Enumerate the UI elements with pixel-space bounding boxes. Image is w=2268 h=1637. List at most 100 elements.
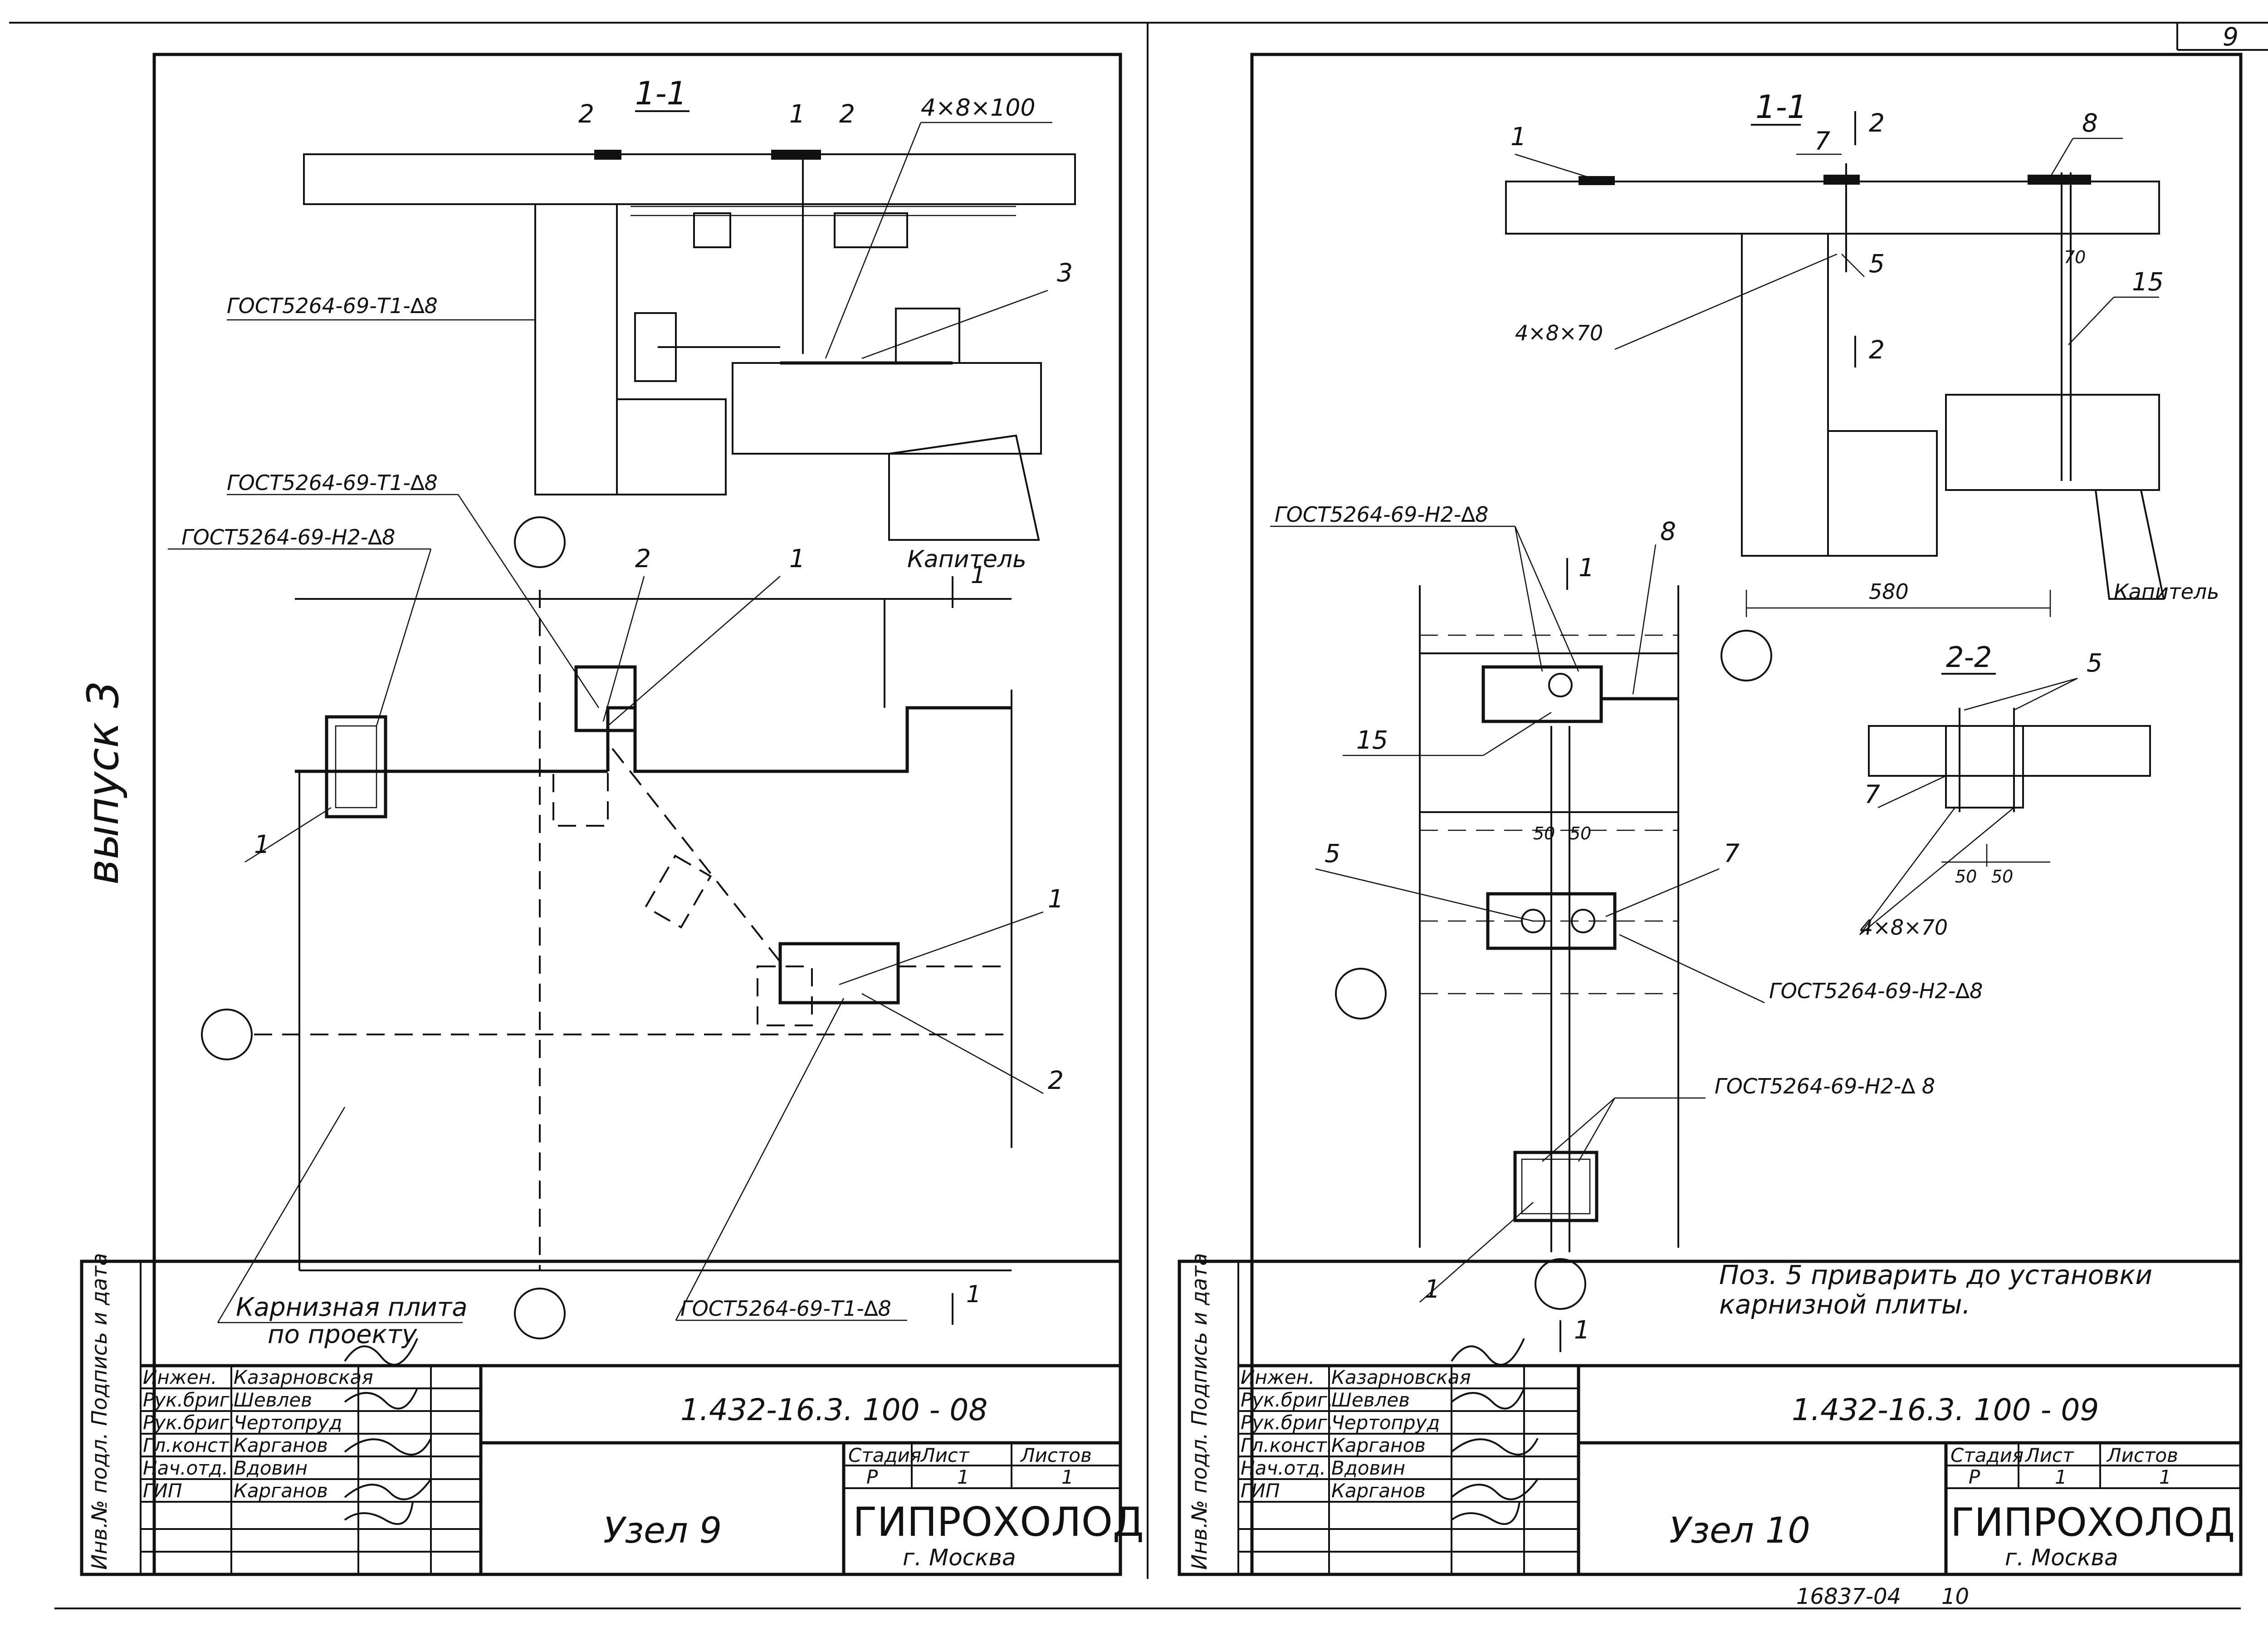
- role: Рук.бриг.: [1241, 1389, 1333, 1411]
- callout-2: 2: [578, 99, 594, 128]
- right-section-label: 1-1: [1755, 88, 1807, 126]
- series-label: выпуск 3: [78, 681, 128, 885]
- callout-1: 1: [1574, 1315, 1590, 1344]
- callout-7: 7: [1814, 127, 1830, 156]
- column: [1741, 233, 1829, 557]
- dim-70: 70: [2064, 247, 2086, 267]
- right-title-block: [1178, 1260, 2243, 1576]
- name: Карганов: [1331, 1480, 1426, 1502]
- role: Нач.отд.: [1241, 1457, 1326, 1479]
- sheet: 1: [2055, 1466, 2067, 1488]
- role: ГИП: [143, 1480, 182, 1502]
- doc-code: 1.432-16.3. 100 - 09: [1792, 1392, 2099, 1427]
- left-plan-view: [201, 590, 1012, 1339]
- right-section-1-1: [1505, 163, 2165, 681]
- callout-2: 2: [1869, 335, 1885, 364]
- name: Вдовин: [1331, 1457, 1405, 1479]
- callout-2: 2: [1869, 108, 1885, 137]
- beam: [732, 362, 1042, 455]
- sheet: 1: [957, 1466, 969, 1488]
- left-section-label: 1-1: [635, 75, 687, 112]
- washer-plate: [771, 150, 821, 160]
- dim-50: 50: [1533, 823, 1555, 843]
- org-name: ГИПРОХОЛОД: [1950, 1500, 2235, 1545]
- col-stage: Стадия: [1950, 1444, 2024, 1466]
- side-label: Инв.№ подл. Подпись и дата: [1187, 1253, 1212, 1570]
- bolt-spec: 4×8×70: [1515, 321, 1603, 345]
- section-mark: 1: [966, 1281, 981, 1308]
- weld-spec-t1: ГОСТ5264-69-Т1-∆8: [680, 1296, 891, 1321]
- callout-7: 7: [1724, 839, 1740, 868]
- capital: [888, 434, 1040, 541]
- note-line: Поз. 5 приварить до установки: [1719, 1260, 2152, 1290]
- callout-1: 1: [1424, 1274, 1440, 1304]
- role: Гл.конст.: [143, 1434, 235, 1456]
- signature: [344, 1338, 432, 1525]
- sheets: 1: [2159, 1466, 2171, 1488]
- eave-slab-label: по проекту: [268, 1320, 417, 1349]
- callout-3: 3: [1057, 258, 1073, 287]
- page-frame: [9, 22, 2268, 1609]
- callout-2: 2: [635, 544, 651, 573]
- left-title-block: [80, 1260, 1122, 1576]
- col-sheet: Лист: [2024, 1444, 2074, 1466]
- grid-axis-bubble: [201, 1009, 253, 1060]
- dim-580: 580: [1869, 579, 1909, 604]
- col-sheet: Лист: [920, 1444, 970, 1466]
- sheets: 1: [1061, 1466, 1074, 1488]
- role: Рук.бриг.: [143, 1389, 235, 1411]
- doc-code: 1.432-16.3. 100 - 08: [680, 1392, 987, 1427]
- dim-50: 50: [1955, 867, 1977, 887]
- dim-50: 50: [1569, 823, 1591, 843]
- archive-sheet: 10: [1941, 1584, 1969, 1609]
- right-section-2-2: [1868, 708, 2151, 867]
- sheet-title: Узел 10: [1669, 1510, 1810, 1551]
- grid-axis-bubble: [1721, 630, 1772, 681]
- name: Шевлев: [234, 1389, 312, 1411]
- stage: Р: [866, 1466, 878, 1488]
- sheet-title: Узел 9: [603, 1510, 722, 1551]
- callout-5: 5: [1869, 249, 1885, 278]
- washer-plate: [594, 150, 621, 160]
- capital-label: Капитель: [907, 546, 1026, 573]
- capital-label: Капитель: [2114, 579, 2219, 604]
- weld-spec-h2: ГОСТ5264-69-Н2-∆8: [181, 525, 395, 549]
- col-sheets: Листов: [2106, 1444, 2178, 1466]
- slab: [303, 153, 1076, 205]
- weld-spec-t1: ГОСТ5264-69-Т1-∆8: [227, 294, 438, 318]
- callout-1: 1: [789, 99, 805, 128]
- role: Гл.конст.: [1241, 1434, 1333, 1456]
- right-sheet-border: [1250, 53, 2243, 1576]
- signature: [1451, 1338, 1539, 1525]
- beam: [1945, 394, 2160, 491]
- callout-15: 15: [2132, 267, 2164, 296]
- page-number: 9: [2223, 22, 2239, 51]
- name: Карганов: [1331, 1434, 1426, 1456]
- callout-8: 8: [2082, 108, 2098, 137]
- section-2-2-label: 2-2: [1946, 641, 1992, 674]
- callout-2: 2: [1048, 1066, 1064, 1095]
- weld-spec-h2: ГОСТ5264-69-Н2-∆8: [1275, 502, 1488, 527]
- stage: Р: [1969, 1466, 1980, 1488]
- insulation: [1827, 430, 1938, 557]
- weld-spec-t1: ГОСТ5264-69-Т1-∆8: [227, 471, 438, 495]
- section-mark: 1: [971, 562, 986, 589]
- callout-5: 5: [2087, 648, 2102, 677]
- note-line: карнизной плиты.: [1719, 1289, 1970, 1320]
- name: Казарновская: [234, 1366, 373, 1388]
- grid-axis-bubble: [514, 516, 566, 568]
- role: Рук.бриг.: [1241, 1412, 1333, 1434]
- callout-1: 1: [1048, 884, 1064, 913]
- role: ГИП: [1241, 1480, 1280, 1502]
- archive-number: 16837-04: [1796, 1584, 1901, 1609]
- weld-spec-h2: ГОСТ5264-69-Н2-∆ 8: [1715, 1074, 1935, 1098]
- role: Нач.отд.: [143, 1457, 228, 1479]
- right-sheet: 1-1 1 7 2 8 5 2 15 70 4×8×70 580 Капител…: [1178, 53, 2243, 1609]
- callout-2: 2: [839, 99, 855, 128]
- col-stage: Стадия: [848, 1444, 921, 1466]
- callout-1: 1: [789, 544, 805, 573]
- callout-15: 15: [1356, 725, 1388, 755]
- city: г. Москва: [903, 1544, 1016, 1571]
- name: Казарновская: [1331, 1366, 1471, 1388]
